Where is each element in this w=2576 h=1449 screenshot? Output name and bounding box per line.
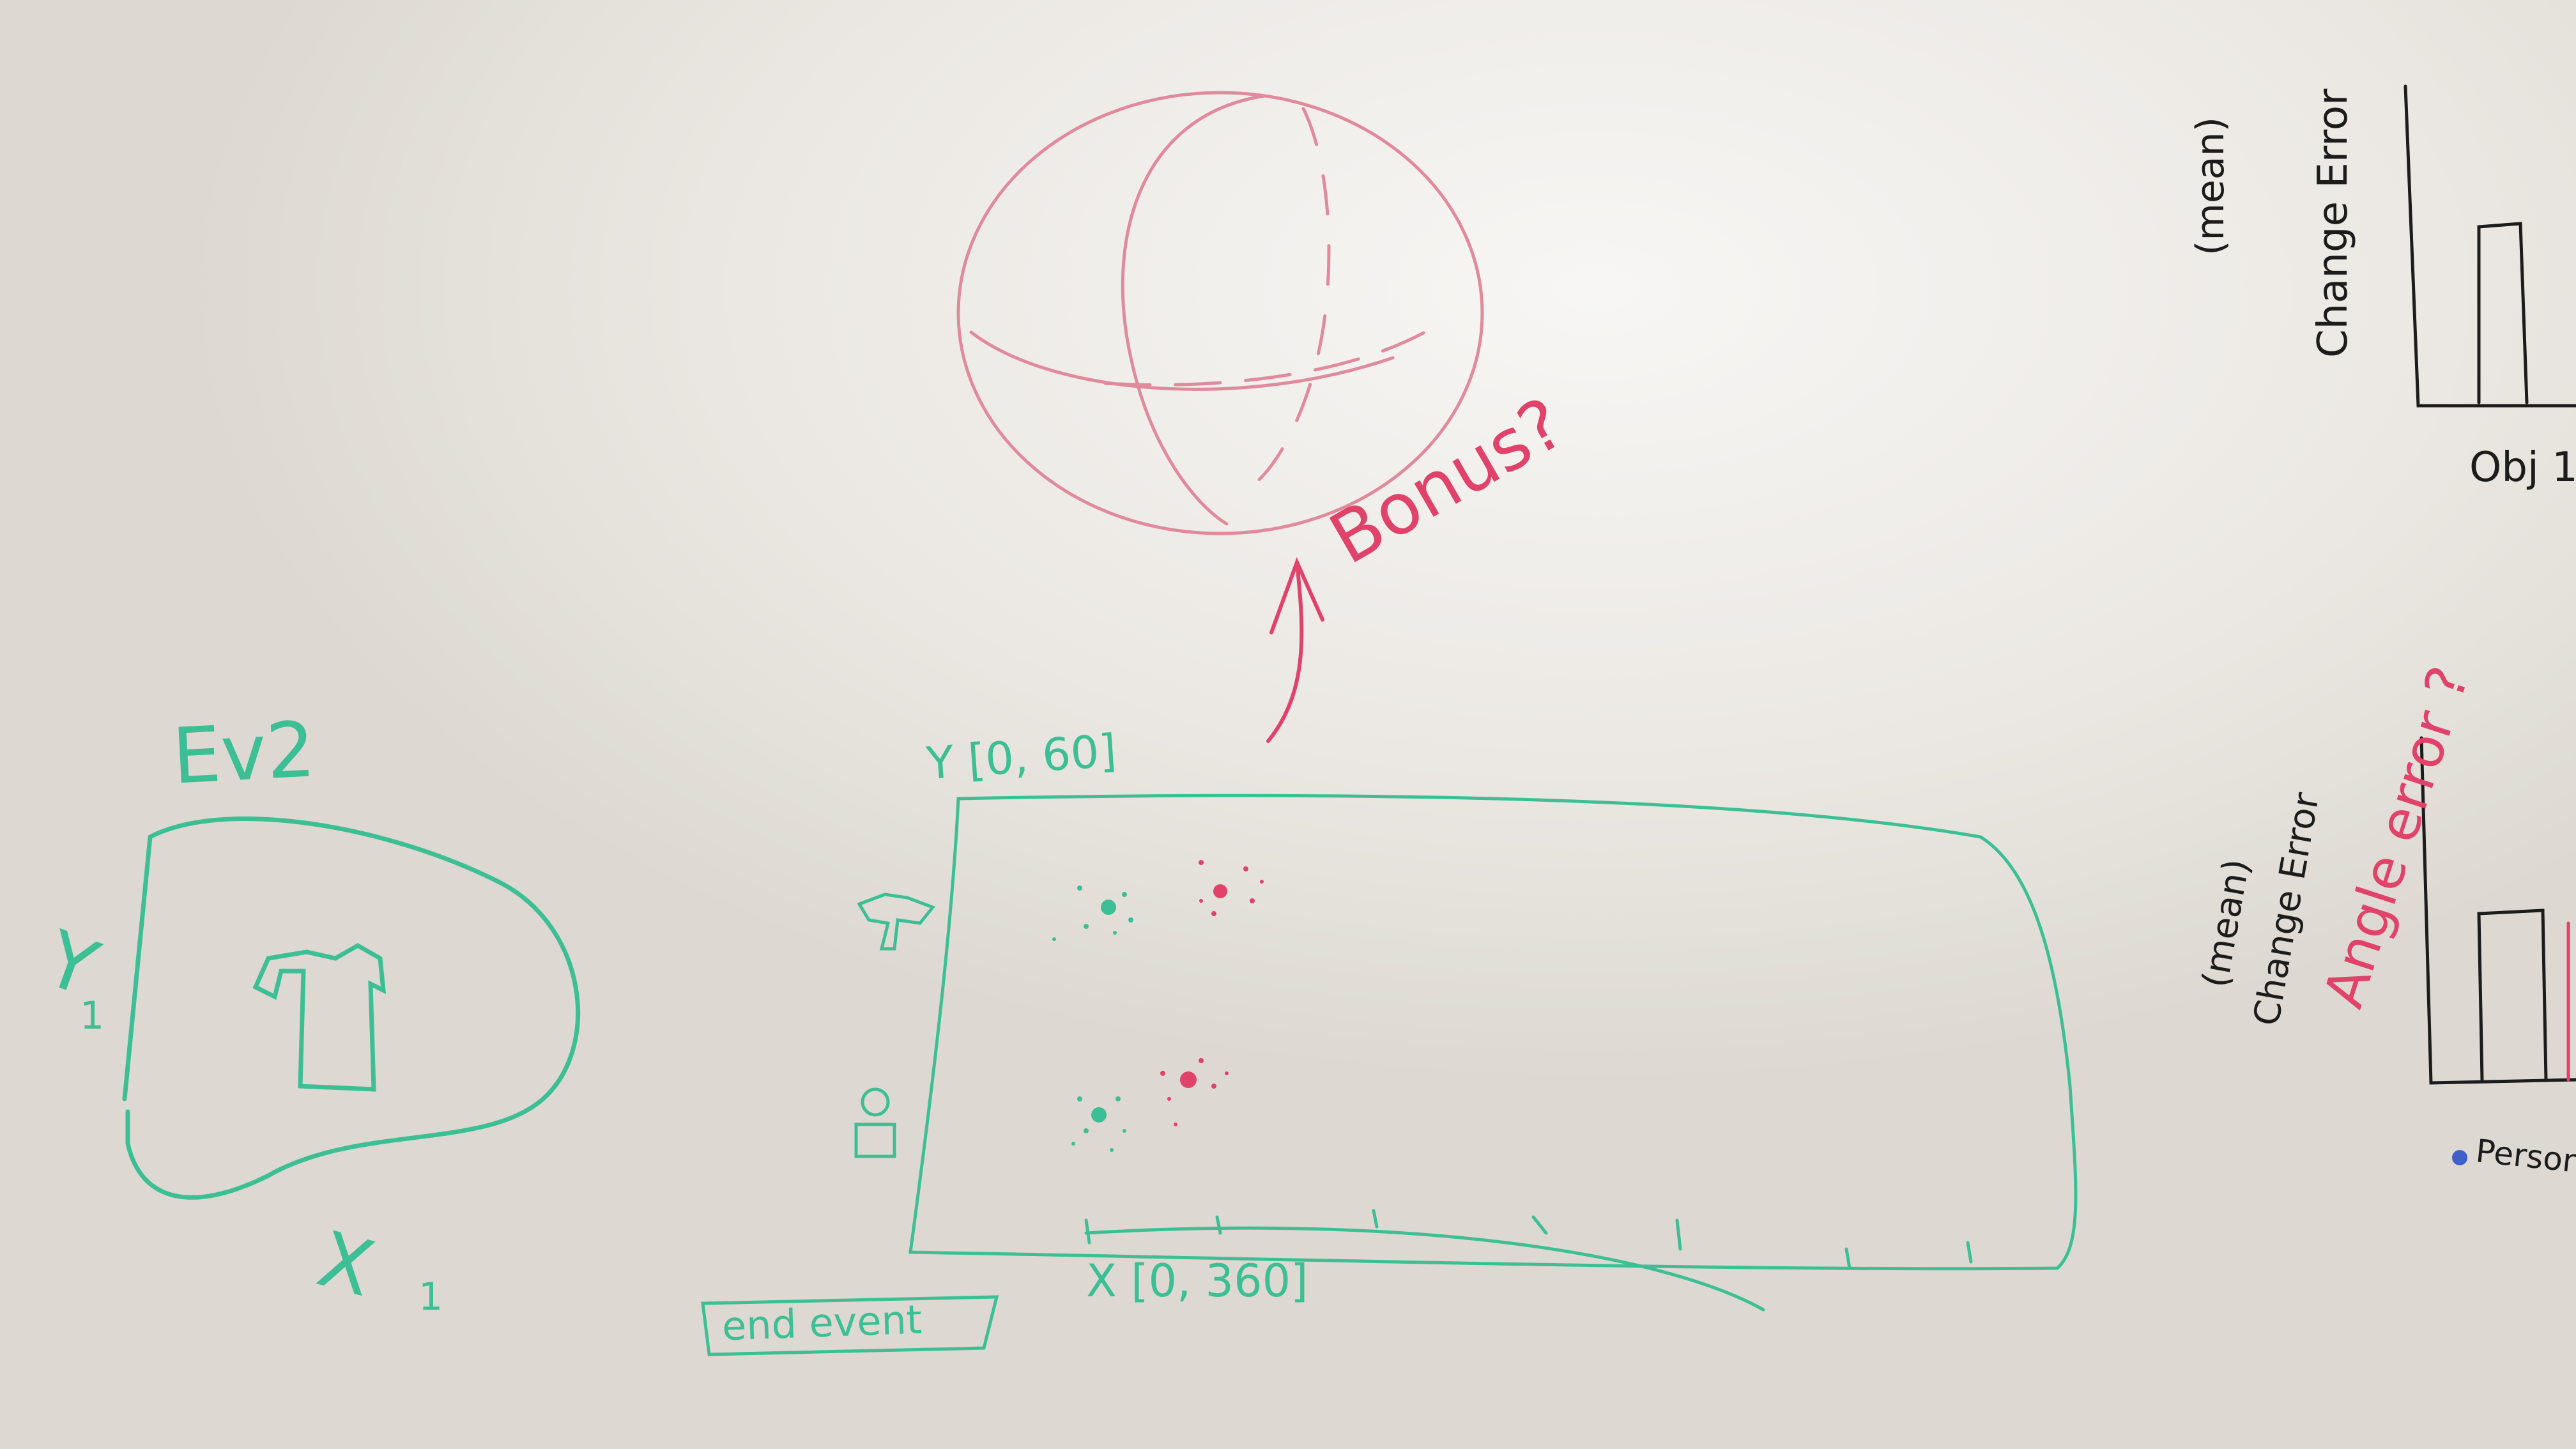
x-ticks [1084,1209,1973,1270]
center-y-label: Y [0, 60] [924,724,1119,790]
right-top-chart [2404,84,2576,408]
bonus-sphere [956,91,1484,535]
sphere-equator-back [1103,330,1427,387]
y-axis-line [122,834,153,1101]
right-top-x-label: Obj 1 [2469,444,2576,491]
right-top-bar [2477,222,2529,404]
legend-swatch [2452,1150,2467,1165]
right-bottom-bar [2477,908,2548,1082]
left-sketch-x-sub: 1 [418,1275,443,1319]
chart-frame [908,793,2078,1271]
right-top-axes [2404,84,2576,408]
cluster-person-green [1091,1107,1107,1123]
center-chart [701,793,2078,1356]
sphere-equator [969,330,1395,391]
right-top-y-label-2: Change Error [2310,88,2357,358]
row-icon-person-head [861,1087,890,1117]
x-axis-line [1084,1226,1765,1312]
cluster-shirt-red [1213,884,1227,898]
center-x-label: X [0, 360] [1086,1255,1308,1307]
bonus-arrow [1266,556,1324,743]
center-chart-clusters [1052,860,1264,1152]
end-event-box [701,1295,999,1356]
cluster-shirt-green [1101,900,1116,915]
row-icon-shirt [857,893,936,951]
sphere-outline [956,91,1484,535]
blob-outline [125,816,581,1200]
shirt-icon [252,942,387,1092]
left-sketch-y-sub: 1 [80,993,105,1038]
right-top-y-label-1: (mean) [2188,117,2233,256]
sphere-meridian [1121,94,1267,526]
end-event-label: end event [721,1296,923,1350]
left-sketch-title: Ev2 [170,705,318,802]
cluster-person-red [1180,1071,1197,1088]
right-bottom-chart [2419,736,2576,1085]
sphere-meridian-back [1250,107,1331,487]
row-icon-person-body [854,1123,896,1158]
right-bottom-axes [2419,736,2576,1085]
left-sketch [122,816,581,1200]
